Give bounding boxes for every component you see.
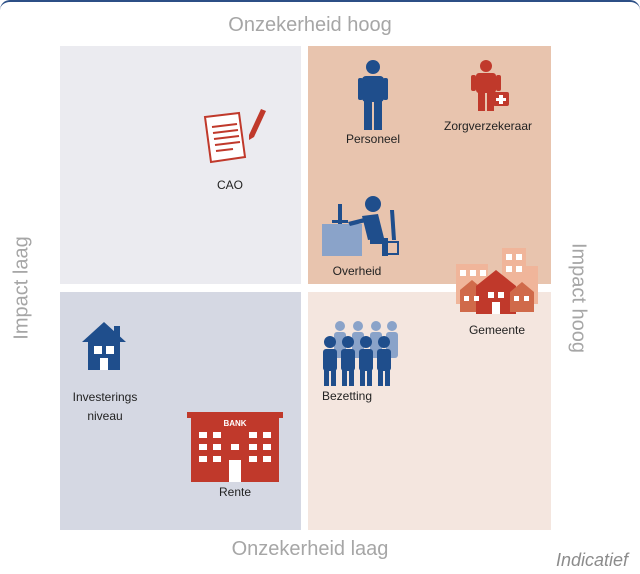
item-cao: CAO: [190, 105, 280, 195]
desk-worker-icon: [322, 196, 399, 256]
item-overheid: Overheid: [318, 192, 408, 282]
rente-label: Rente: [218, 485, 252, 499]
town-buildings-icon: [456, 248, 538, 314]
house-icon: [82, 322, 126, 370]
overheid-label: Overheid: [332, 264, 382, 278]
cao-label: CAO: [216, 178, 243, 192]
indicative-note: Indicatief: [555, 550, 628, 570]
item-zorgverzekeraar: Zorgverzekeraar: [438, 58, 538, 138]
item-rente: BANK Rente: [185, 412, 285, 502]
item-personeel: Personeel: [335, 58, 415, 153]
personeel-label: Personeel: [345, 132, 401, 146]
axis-label-left: Impact laag: [10, 236, 33, 340]
investeringsniveau-label-line1: Investerings: [72, 390, 138, 404]
axis-label-right: Impact hoog: [567, 242, 590, 354]
quadrant-bottom-right: [308, 292, 551, 530]
document-pen-icon: [203, 109, 266, 164]
quadrant-top-left: [60, 46, 301, 284]
gemeente-label: Gemeente: [468, 323, 526, 337]
bank-sign-label: BANK: [223, 419, 247, 428]
bezetting-label: Bezetting: [321, 389, 373, 403]
person-icon: [358, 60, 388, 130]
zorgverzekeraar-label: Zorgverzekeraar: [443, 119, 533, 133]
item-bezetting: Bezetting: [318, 318, 408, 408]
item-gemeente: Gemeente: [448, 240, 548, 340]
investeringsniveau-label-line2: niveau: [87, 409, 123, 423]
axis-label-bottom: Onzekerheid laag: [231, 538, 389, 560]
crowd-icon: [323, 321, 398, 386]
window-frame: [0, 0, 640, 10]
bank-building-icon: [187, 412, 283, 482]
doctor-icon: [471, 60, 509, 111]
item-investeringsniveau: Investerings niveau: [68, 318, 148, 428]
axis-label-top: Onzekerheid hoog: [228, 14, 392, 36]
